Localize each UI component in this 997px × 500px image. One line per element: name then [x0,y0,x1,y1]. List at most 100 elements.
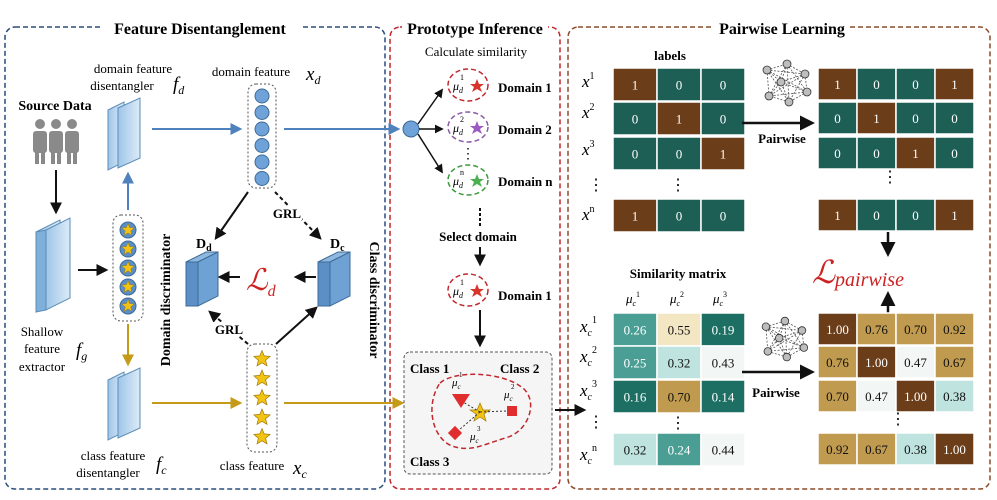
pairwise-label-bottom: Pairwise [752,385,800,400]
matrix-value: 0 [834,146,841,161]
star-icon [121,260,135,274]
graph-node [763,347,772,356]
graph-icon-top [762,59,812,107]
matrix-cell [934,67,975,101]
d-d-symbol: Dd [196,237,212,254]
matrix-cell [856,198,897,232]
matrix-value: 0 [873,77,880,92]
class-1-triangle-icon [452,394,470,408]
graph-node [797,326,807,335]
people-icon [33,119,79,164]
matrix-cell [700,101,746,136]
matrix-value: 0.32 [624,443,647,458]
class-dis-label-2: disentangler [76,465,140,480]
matrix-cell [856,101,897,135]
class-2-label: Class 2 [500,361,539,376]
matrix-value: 0.14 [712,390,735,405]
svg-text:2: 2 [511,383,515,391]
matrix-cell [612,198,658,233]
svg-text:1: 1 [460,278,464,287]
matrix-value: 0.38 [943,389,966,404]
matrix-value: 0 [632,112,639,127]
svg-text:μd: μd [452,174,464,190]
matrix-value: 1 [834,208,841,223]
domain-feature-circles [254,88,270,186]
matrix-value: 0.76 [826,355,849,370]
matrix-cell [895,198,936,232]
svg-text:μc: μc [503,389,514,403]
svg-text:3: 3 [477,425,481,433]
matrix-cell [612,432,658,467]
matrix-cell [700,136,746,171]
domain-1-label: Domain 1 [498,80,552,95]
shallow-label-3: extractor [19,359,66,374]
matrix-value: 0.26 [624,323,647,338]
matrix-cell [895,136,936,170]
matrix-value: 0.92 [826,442,849,457]
matrix-value: 0 [951,111,958,126]
sample-label: x2 [581,102,595,122]
matrix-value: 1 [912,146,919,161]
matrix-cell [656,67,702,102]
graph-edge [767,320,786,352]
graph-edge [779,337,805,348]
graph-edge [765,326,803,331]
matrix-value: 0 [720,78,727,93]
shallow-label-2: feature [24,341,60,356]
svg-text:μd: μd [452,79,464,95]
svg-text:μc: μc [469,431,480,445]
matrix-value: 0 [951,146,958,161]
domain-dis-label-2: disentangler [90,78,154,93]
svg-text:n: n [460,168,464,177]
star-icon [121,241,135,255]
graph-edge [765,326,788,358]
matrix-value: 1 [951,77,958,92]
matrix-value: 0.43 [712,356,735,371]
graph-edge [788,73,806,103]
matrix-value: 0.38 [904,442,927,457]
matrix-value: 0 [676,78,683,93]
matrix-value: 0.16 [624,390,647,405]
matrix-value: 0.70 [668,390,691,405]
graph-edge [767,347,804,352]
star-icon [253,408,271,426]
selected-domain-prototype: μd 1 [447,273,489,307]
svg-text:2: 2 [460,115,464,124]
matrix-value: 0 [912,208,919,223]
graph-node [784,97,794,107]
matrix-value: 1 [632,78,639,93]
f-d-symbol: fd [173,74,185,97]
x-c-symbol: xc [292,458,307,481]
class-feature-label: class feature [220,458,285,473]
labels-title: labels [654,48,686,63]
matrix-value: 1.00 [865,355,888,370]
matrix-cell [612,101,658,136]
matrix-cell [700,379,746,414]
class-discriminator-label: Class discriminator [366,241,381,358]
d-c-symbol: Dc [330,237,345,254]
graph-edge [784,320,805,348]
calculate-similarity-label: Calculate similarity [425,44,528,59]
graph-node [800,69,810,79]
matrix-cell [817,136,858,170]
star-icon [121,298,135,312]
pairwise-label-top: Pairwise [758,131,806,146]
graph-node [764,91,774,101]
domain-feature-node [402,120,420,138]
graph-node [761,322,771,331]
graph-edge [767,330,803,352]
column-header: μc3 [712,290,727,308]
source-data-label: Source Data [18,99,91,114]
star-icon [121,279,135,293]
matrix-value: 1 [632,209,639,224]
domain-n-label: Domain n [498,174,553,189]
labels-ellipsis: ⋮ [670,177,686,194]
matrix-cell [934,379,975,413]
graph-edge [784,320,788,358]
panel-title-middle: Prototype Inference [407,21,543,38]
matrix-value: 0.32 [668,356,691,371]
matrix-value: 0.19 [712,323,735,338]
